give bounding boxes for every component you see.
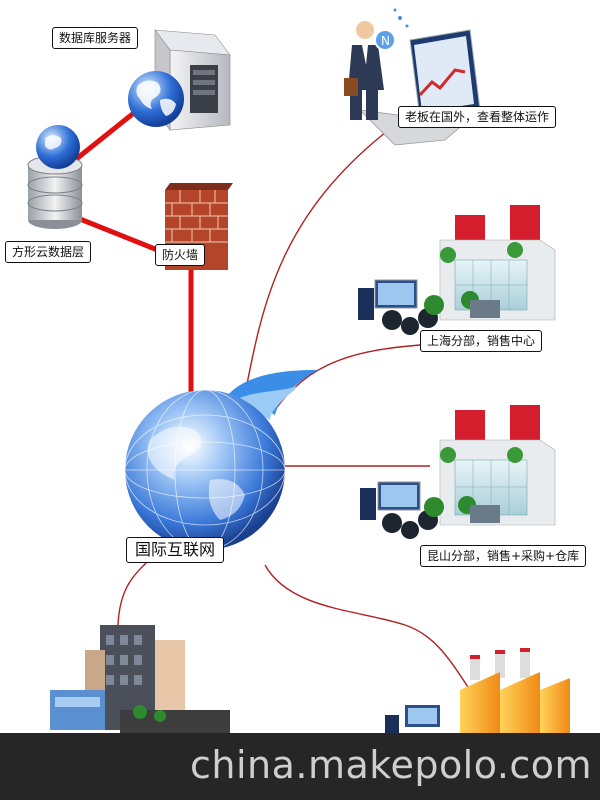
internet-globe-icon	[124, 370, 318, 551]
watermark-text: china.makepolo.com	[190, 743, 593, 787]
watermark-bar	[0, 733, 600, 800]
db-server-label: 数据库服务器	[52, 27, 139, 49]
link-internet-to-factory	[264, 564, 471, 691]
internet-label: 国际互联网	[126, 537, 225, 563]
factory-icon	[385, 648, 570, 733]
shanghai-building-icon	[358, 205, 556, 335]
firewall-label: 防火墙	[155, 244, 206, 266]
kunshan-building-icon	[360, 405, 556, 539]
boss-abroad-label: 老板在国外，查看整体运作	[398, 106, 557, 128]
cloud-data-layer-icon	[27, 125, 83, 229]
link-internet-to-boss	[239, 124, 396, 421]
link-cloud-layer-to-firewall	[69, 212, 171, 258]
headquarters-buildings-icon	[50, 625, 230, 733]
cloud-data-layer-label: 方形云数据层	[5, 241, 92, 263]
svg-text:N: N	[381, 34, 390, 48]
shanghai-branch-label: 上海分部，销售中心	[420, 330, 543, 352]
kunshan-branch-label: 昆山分部，销售+采购+仓库	[420, 545, 587, 567]
database-server-icon	[128, 29, 231, 131]
